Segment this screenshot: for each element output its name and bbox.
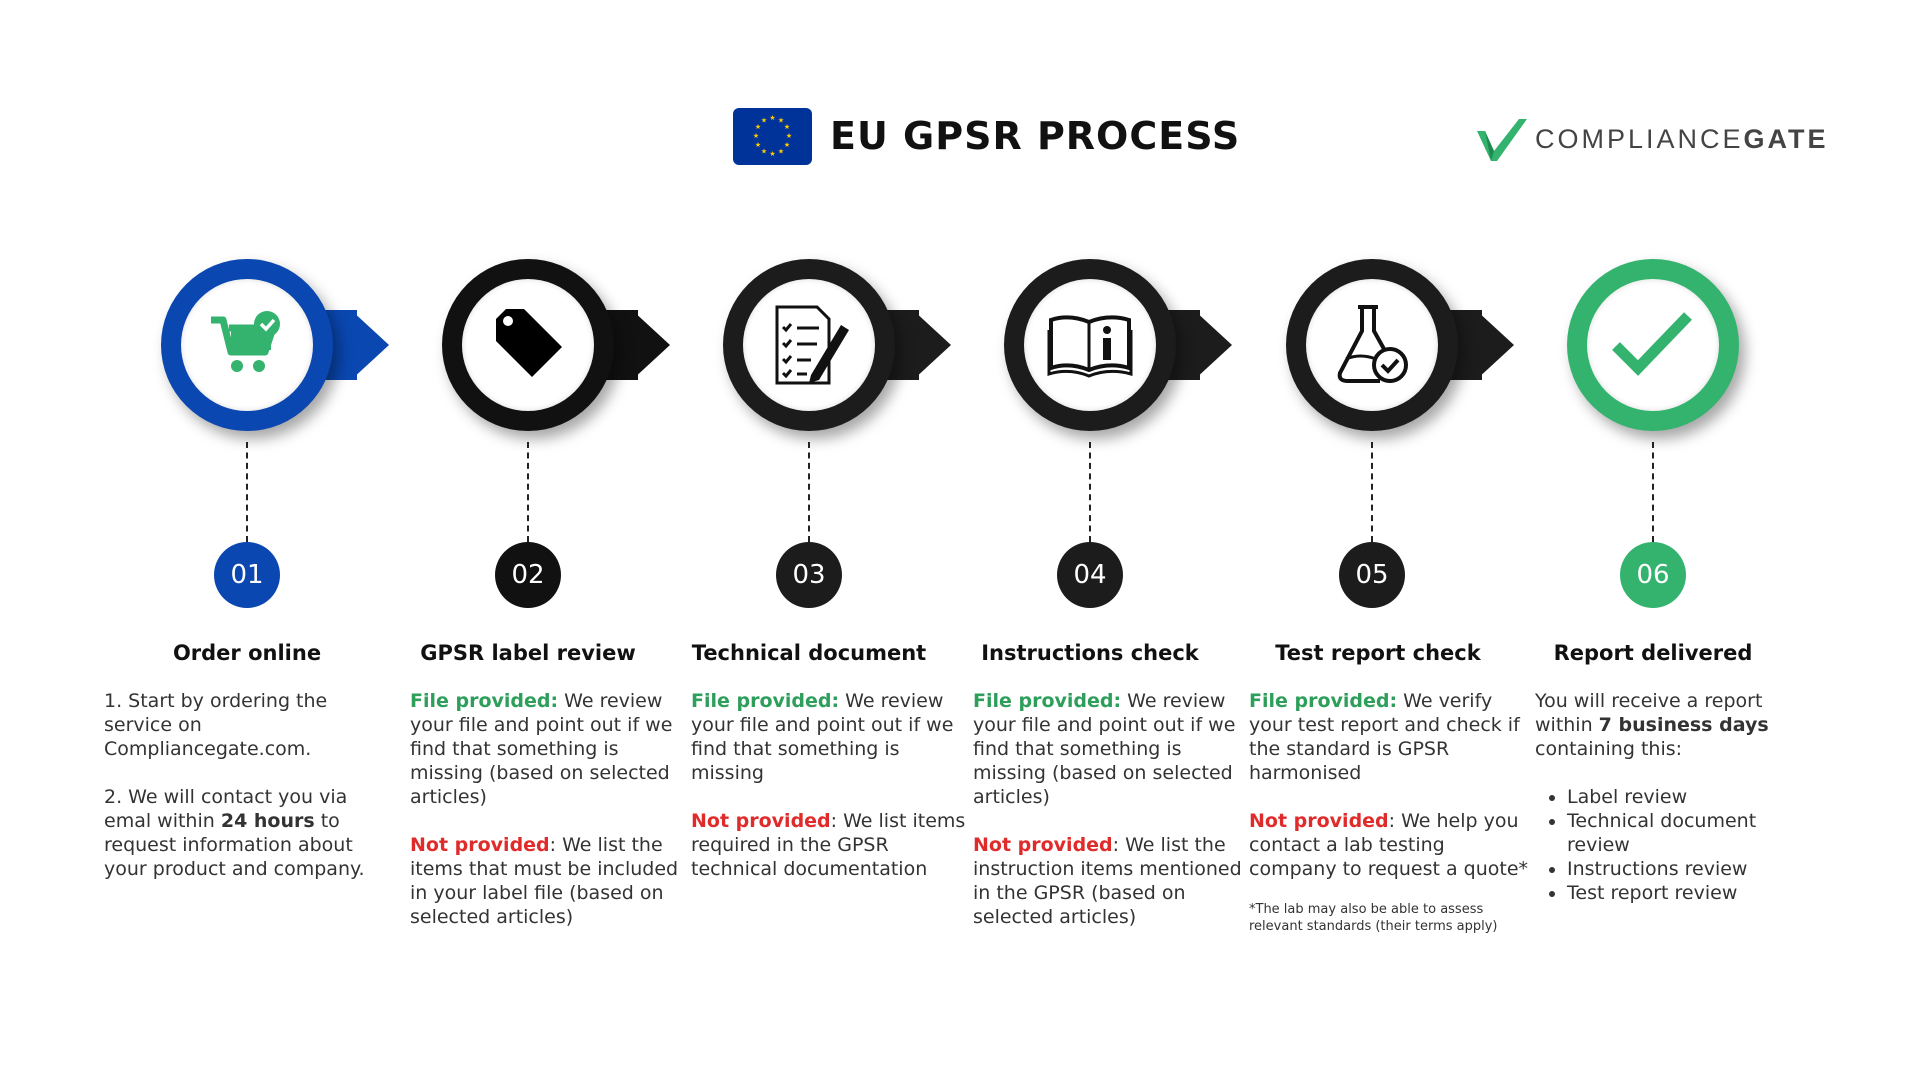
dashed-connector <box>246 442 248 542</box>
document-pen-icon <box>743 279 875 411</box>
svg-text:★: ★ <box>755 123 761 131</box>
svg-text:★: ★ <box>784 123 790 131</box>
page-title: EU GPSR PROCESS <box>830 114 1241 158</box>
step-description: File provided: We verify your test repor… <box>1249 689 1534 959</box>
list-item: Technical document review <box>1567 809 1820 857</box>
svg-text:★: ★ <box>755 141 761 149</box>
step-title: Report delivered <box>1553 641 1753 665</box>
not-provided-label: Not provided <box>1249 810 1389 832</box>
step-number: 01 <box>214 542 280 608</box>
logo-check-icon <box>1477 119 1527 161</box>
step-number: 04 <box>1057 542 1123 608</box>
footnote: *The lab may also be able to assess rele… <box>1249 902 1498 934</box>
dashed-connector <box>808 442 810 542</box>
svg-text:★: ★ <box>753 132 759 140</box>
lab-flask-check-icon <box>1306 279 1438 411</box>
list-item: Instructions review <box>1567 857 1820 881</box>
step-icon-circle <box>723 259 895 431</box>
step-title: Test report check <box>1275 641 1481 665</box>
svg-text:★: ★ <box>784 141 790 149</box>
list-item: Label review <box>1567 785 1820 809</box>
file-provided-label: File provided: <box>410 690 559 712</box>
step-icon-circle <box>1286 259 1458 431</box>
not-provided-label: Not provided <box>410 834 550 856</box>
svg-text:★: ★ <box>778 117 784 125</box>
step-icon-circle <box>1004 259 1176 431</box>
not-provided-label: Not provided <box>691 810 831 832</box>
svg-text:★: ★ <box>769 114 775 122</box>
tag-icon <box>462 279 594 411</box>
dashed-connector <box>1652 442 1654 542</box>
svg-text:★: ★ <box>761 117 767 125</box>
list-item: Test report review <box>1567 881 1820 905</box>
svg-text:★: ★ <box>769 150 775 158</box>
arrow-right-icon <box>632 310 670 380</box>
manual-book-info-icon <box>1024 279 1156 411</box>
svg-text:★: ★ <box>778 148 784 156</box>
step-description: File provided: We review your file and p… <box>973 690 1242 928</box>
step-description: 1. Start by ordering the service on Comp… <box>104 690 365 880</box>
compliancegate-logo: COMPLIANCEGATE <box>1477 117 1829 161</box>
step-title: GPSR label review <box>420 641 636 665</box>
dashed-connector <box>527 442 529 542</box>
step-icon-circle <box>1567 259 1739 431</box>
file-provided-label: File provided: <box>691 690 840 712</box>
step-description: You will receive a report within 7 busin… <box>1535 689 1820 905</box>
step-number: 06 <box>1620 542 1686 608</box>
arrow-right-icon <box>351 310 389 380</box>
checkmark-icon <box>1587 279 1719 411</box>
step-title: Instructions check <box>981 641 1199 665</box>
arrow-right-icon <box>1194 310 1232 380</box>
shopping-cart-check-icon <box>181 279 313 411</box>
file-provided-label: File provided: <box>973 690 1122 712</box>
step-icon-circle <box>161 259 333 431</box>
not-provided-label: Not provided <box>973 834 1113 856</box>
step-number: 03 <box>776 542 842 608</box>
dashed-connector <box>1089 442 1091 542</box>
step-description: File provided: We review your file and p… <box>410 690 679 928</box>
report-contents-list: Label reviewTechnical document reviewIns… <box>1535 785 1820 905</box>
step-number: 05 <box>1339 542 1405 608</box>
step-title: Technical document <box>691 641 927 665</box>
svg-text:★: ★ <box>786 132 792 140</box>
eu-flag: ★★★★★★★★★★★★ <box>733 108 812 165</box>
dashed-connector <box>1371 442 1373 542</box>
step-icon-circle <box>442 259 614 431</box>
svg-text:★: ★ <box>761 148 767 156</box>
file-provided-label: File provided: <box>1249 690 1398 712</box>
arrow-right-icon <box>913 310 951 380</box>
step-number: 02 <box>495 542 561 608</box>
arrow-right-icon <box>1476 310 1514 380</box>
step-title: Order online <box>172 641 322 665</box>
step-description: File provided: We review your file and p… <box>691 690 966 880</box>
